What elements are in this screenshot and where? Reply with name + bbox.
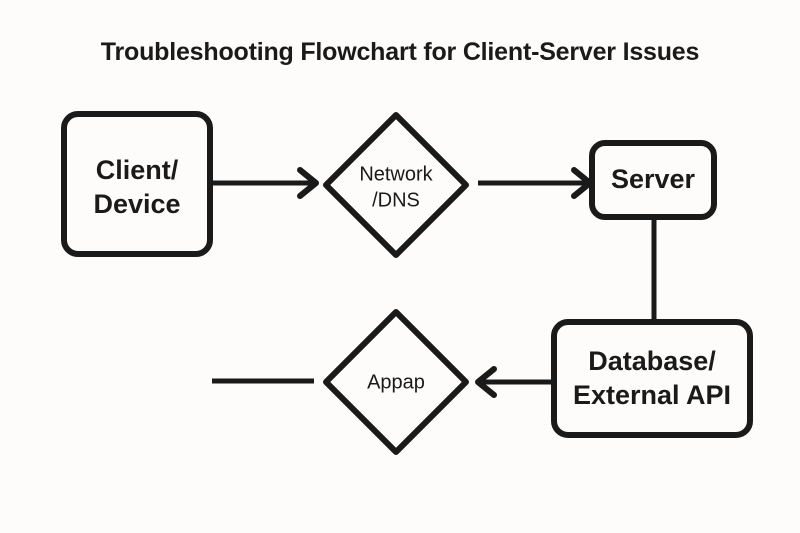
- edge-client-to-network: [210, 167, 319, 199]
- node-appap-label: Appap: [367, 371, 425, 393]
- node-server-label: Server: [611, 164, 696, 194]
- node-network-dns[interactable]: Network /DNS: [323, 112, 469, 258]
- node-client-device[interactable]: Client/ Device: [61, 111, 213, 257]
- node-database-line2: External API: [573, 380, 731, 410]
- node-database-line1: Database/: [588, 346, 716, 376]
- node-database-external-api[interactable]: Database/ External API: [551, 319, 753, 438]
- node-appap[interactable]: Appap: [323, 309, 469, 455]
- edge-network-to-server: [478, 167, 593, 199]
- page-title: Troubleshooting Flowchart for Client-Ser…: [100, 38, 700, 66]
- node-client-device-line1: Client/: [96, 155, 179, 185]
- node-client-device-line2: Device: [93, 189, 180, 219]
- node-network-dns-line2: /DNS: [372, 189, 420, 211]
- edge-database-to-appap: [475, 366, 554, 398]
- node-network-dns-line1: Network: [359, 163, 433, 185]
- node-server[interactable]: Server: [589, 140, 717, 220]
